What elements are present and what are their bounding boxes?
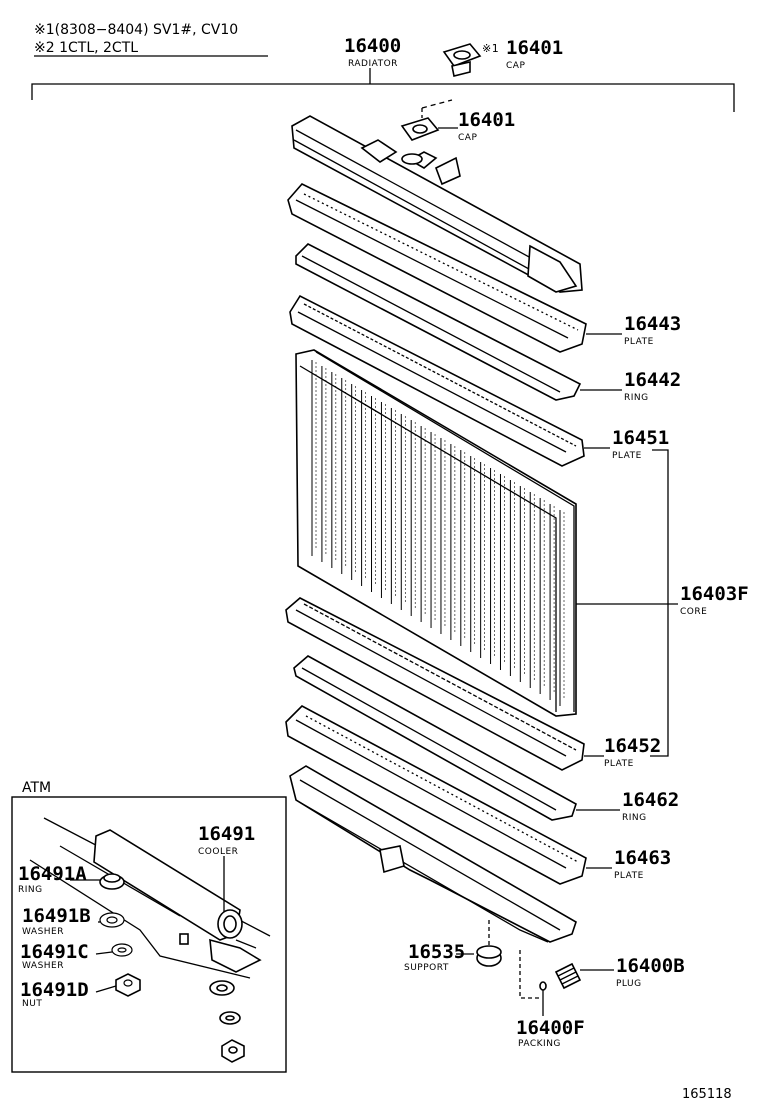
ring-16462-part — [293, 655, 577, 821]
callout-16400f-name: PACKING — [518, 1039, 561, 1049]
lower-tank-part — [289, 765, 577, 943]
callout-16401a-name: CAP — [506, 61, 525, 71]
lower-plate-16463-part — [285, 705, 587, 885]
lower-core-plate-16452-part — [285, 597, 585, 771]
callout-16462-name: RING — [622, 813, 647, 823]
figure-number: 165118 — [682, 1087, 732, 1102]
callout-16452-number: 16452 — [604, 735, 661, 757]
callout-16463-number: 16463 — [614, 847, 671, 869]
callout-16491d-name: NUT — [22, 999, 42, 1009]
atm-label: ATM — [22, 780, 51, 796]
note-line-1: ※1(8308−8404) SV1#, CV10 — [34, 22, 238, 38]
callout-16491c-number: 16491C — [20, 941, 89, 963]
cap-dashed-leader — [421, 99, 453, 109]
callout-16400f-number: 16400F — [516, 1017, 585, 1039]
callout-16401a-number: 16401 — [506, 37, 563, 59]
callout-16401b-name: CAP — [458, 133, 477, 143]
callout-16451-name: PLATE — [612, 451, 642, 461]
callout-16491-number: 16491 — [198, 823, 255, 845]
atm-stack-right — [209, 980, 245, 1063]
callout-16535-name: SUPPORT — [404, 963, 449, 973]
support-16535-part — [476, 945, 502, 967]
callout-16491a-name: RING — [18, 885, 43, 895]
callout-16463-name: PLATE — [614, 871, 644, 881]
callout-16400b-number: 16400B — [616, 955, 685, 977]
callout-16462-number: 16462 — [622, 789, 679, 811]
callout-16400-number: 16400 — [344, 35, 401, 57]
callout-16491a-number: 16491A — [18, 863, 87, 885]
assembly-bracket — [31, 83, 735, 112]
callout-16401b-number: 16401 — [458, 109, 515, 131]
plug-16400b-part — [554, 962, 582, 990]
callout-16491-name: COOLER — [198, 847, 238, 857]
callout-16400b-name: PLUG — [616, 979, 642, 989]
ring-16442-part — [295, 243, 582, 401]
callout-16403f-name: CORE — [680, 607, 707, 617]
callout-16535-number: 16535 — [408, 941, 465, 963]
callout-16443-number: 16443 — [624, 313, 681, 335]
cap-part — [400, 117, 440, 141]
callout-16442-name: RING — [624, 393, 649, 403]
callout-16403f-number: 16403F — [680, 583, 749, 605]
callout-16491b-name: WASHER — [22, 927, 64, 937]
upper-plate-16443-part — [287, 183, 587, 353]
callout-16491c-name: WASHER — [22, 961, 64, 971]
note-line-2: ※2 1CTL, 2CTL — [34, 40, 138, 56]
callout-16443-name: PLATE — [624, 337, 654, 347]
callout-16452-name: PLATE — [604, 759, 634, 769]
cap-top-part — [442, 43, 482, 77]
callout-16491d-number: 16491D — [20, 979, 89, 1001]
upper-core-plate-16451-part — [289, 294, 585, 467]
callout-16491b-number: 16491B — [22, 905, 91, 927]
core-16403f-part — [295, 349, 577, 717]
atm-inset-frame — [11, 796, 287, 1073]
atm-cooler-16491-part — [29, 817, 271, 979]
callout-16442-number: 16442 — [624, 369, 681, 391]
callout-16401a-mark: ※1 — [482, 42, 499, 55]
upper-tank-part — [291, 115, 583, 293]
packing-16400f-part — [539, 981, 547, 991]
callout-16400-name: RADIATOR — [348, 59, 398, 69]
callout-16451-number: 16451 — [612, 427, 669, 449]
core-bracket — [650, 449, 669, 757]
